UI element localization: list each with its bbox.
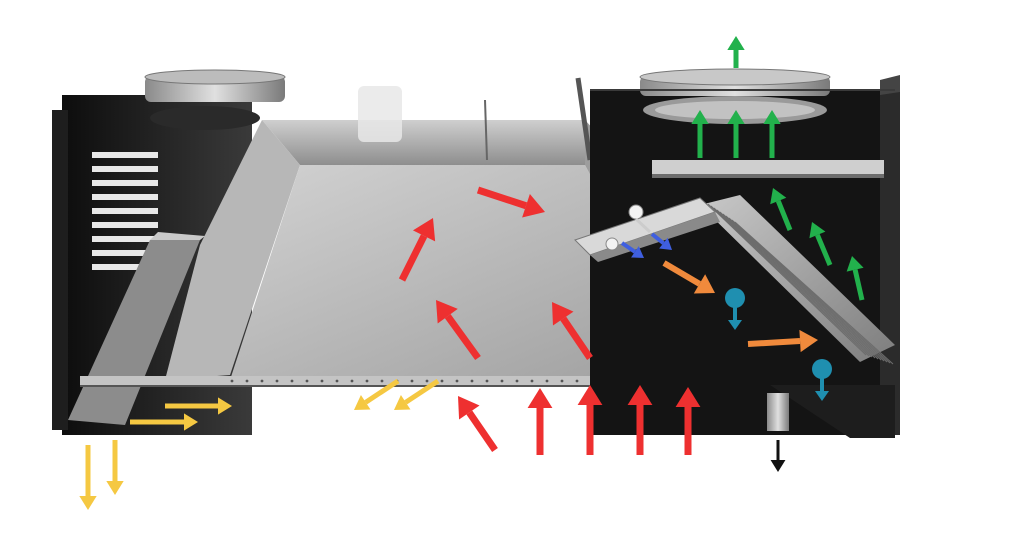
intake-arrow — [476, 186, 545, 218]
outflow-arrow — [354, 378, 400, 410]
exhaust-arrow — [727, 36, 745, 68]
intake-arrow — [527, 388, 553, 455]
discharge-fan-icon — [639, 68, 831, 124]
exhaust-arrow — [846, 256, 865, 301]
drain-pipe-icon — [767, 393, 789, 431]
exhaust-arrow — [763, 110, 781, 158]
water-drop-icon — [812, 359, 832, 401]
spray-nozzle-icon — [605, 204, 652, 251]
intake-arrow — [627, 385, 653, 455]
intake-arrow — [458, 396, 498, 452]
water-drop-icon — [725, 288, 745, 330]
exhaust-arrow — [770, 188, 793, 231]
media-flow-arrow — [747, 329, 818, 353]
mist-arrow — [620, 241, 644, 258]
intake-arrow — [436, 300, 481, 361]
louver-panel-icon — [92, 152, 158, 270]
outflow-arrow — [130, 413, 198, 431]
intake-arrow — [552, 302, 593, 360]
intake-arrow — [577, 385, 603, 455]
exhaust-arrow — [809, 222, 833, 266]
exhaust-arrow — [727, 110, 745, 158]
exhaust-arrow — [691, 110, 709, 158]
airflow-arrows — [79, 36, 865, 510]
intake-arrow — [398, 218, 436, 282]
outflow-arrow — [106, 440, 124, 495]
fan-grille-icon — [144, 69, 286, 130]
media-flow-arrow — [662, 260, 715, 294]
drain-arrow — [770, 440, 786, 472]
outflow-arrow — [394, 378, 440, 410]
outflow-arrow — [165, 397, 232, 415]
outflow-arrow — [79, 445, 97, 510]
mist-arrow — [650, 232, 672, 250]
right-discharge-housing — [590, 68, 900, 438]
intake-arrow — [675, 387, 701, 455]
